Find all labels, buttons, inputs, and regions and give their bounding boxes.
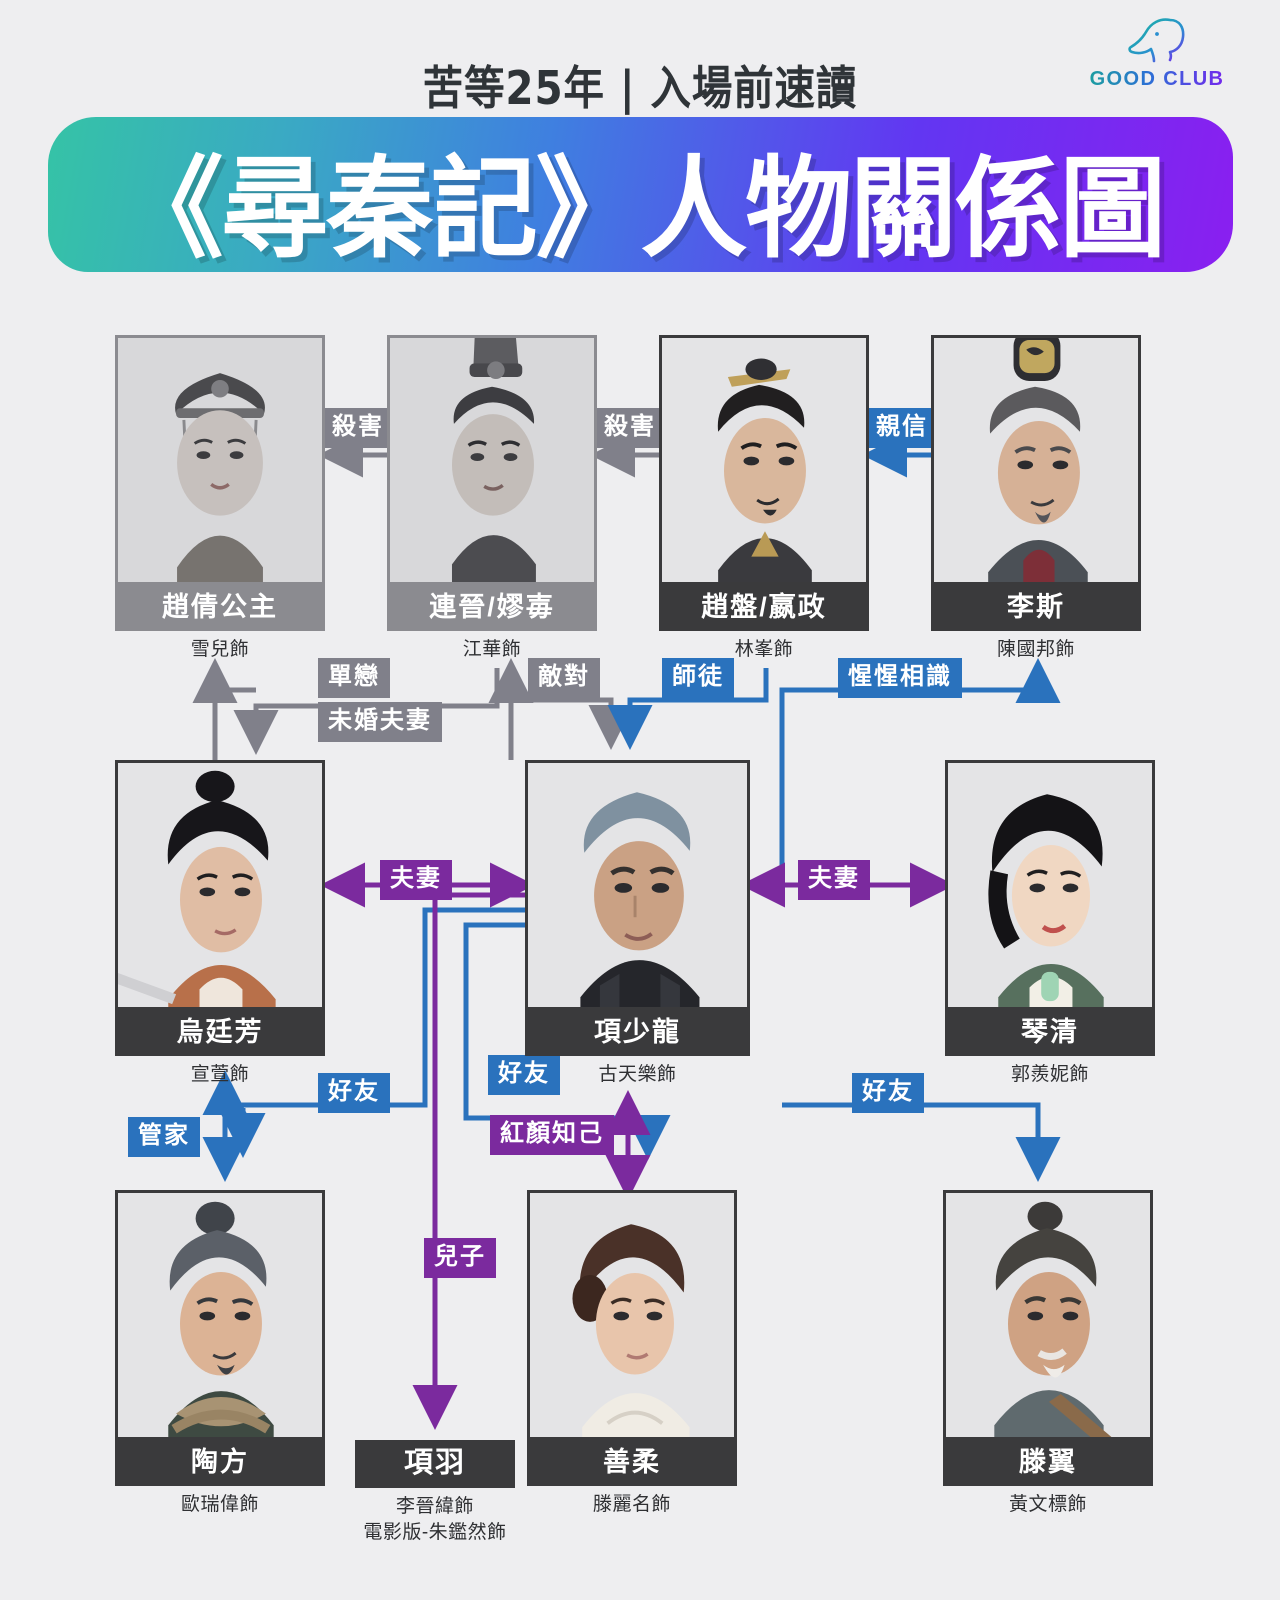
character-card-zhaopan[interactable]: 趙盤/嬴政 林峯飾 (659, 335, 869, 662)
character-actor-qinqing: 郭羨妮飾 (1010, 1064, 1089, 1085)
relation-label-couple-left: 夫妻 (380, 860, 452, 900)
character-card-lisi[interactable]: 李斯 陳國邦飾 (931, 335, 1141, 662)
character-card-shanrou[interactable]: 善柔 滕麗名飾 (527, 1190, 737, 1517)
title-banner: 《尋秦記》人物關係圖 (48, 117, 1233, 273)
page-header: 苦等25年 | 入場前速讀 GOOD CLUB 《尋秦記》人物關係圖 (0, 0, 1280, 285)
relation-label-friend-tengyi: 好友 (852, 1073, 924, 1113)
character-card-tengyi[interactable]: 滕翼 黃文標飾 (943, 1190, 1153, 1517)
character-actor-xiangshaolong: 古天樂飾 (598, 1064, 677, 1085)
character-actor-lisi: 陳國邦飾 (996, 639, 1075, 660)
logo-text: GOOD CLUB (1082, 68, 1232, 91)
relation-label-friend-shanrou: 好友 (488, 1055, 560, 1095)
character-card-wutingfang[interactable]: 烏廷芳 宣萱飾 (115, 760, 325, 1087)
character-actor-wutingfang: 宣萱飾 (190, 1064, 250, 1085)
relation-label-kill-2: 殺害 (594, 408, 666, 448)
relation-label-son: 兒子 (424, 1238, 496, 1278)
character-photo-tengyi (943, 1190, 1153, 1440)
character-name-taofang: 陶方 (115, 1440, 325, 1486)
relation-label-hostile: 敵對 (528, 658, 600, 698)
character-actor-zhaoqian: 雪兒飾 (190, 639, 250, 660)
relation-label-friend-taofang: 好友 (318, 1073, 390, 1113)
character-name-lisi: 李斯 (931, 585, 1141, 631)
character-name-xiangshaolong: 項少龍 (525, 1010, 750, 1056)
relation-label-unrequited: 單戀 (318, 658, 390, 698)
relation-label-master: 師徒 (662, 658, 734, 698)
character-actor-zhaopan: 林峯飾 (734, 639, 794, 660)
character-photo-qinqing (945, 760, 1155, 1010)
page-subtitle: 苦等25年 | 入場前速讀 (422, 61, 858, 115)
character-actor-xiangyu-2: 電影版-朱鑑然飾 (363, 1522, 507, 1544)
relation-label-kill-1: 殺害 (322, 408, 394, 448)
relation-label-engaged: 未婚夫妻 (318, 702, 442, 742)
character-name-lianjin: 連晉/嫪毐 (387, 585, 597, 631)
character-photo-zhaoqian (115, 335, 325, 585)
character-name-tengyi: 滕翼 (943, 1440, 1153, 1486)
edge-hostile-down (511, 697, 634, 750)
character-actor-shanrou: 滕麗名飾 (592, 1494, 671, 1515)
character-card-zhaoqian[interactable]: 趙倩公主 雪兒飾 (115, 335, 325, 662)
relation-label-trusted: 親信 (866, 408, 938, 448)
character-photo-lianjin (387, 335, 597, 585)
elephant-head-icon (1082, 14, 1232, 66)
page-title: 《尋秦記》人物關係圖 (116, 144, 1167, 273)
character-card-xiangyu[interactable]: 項羽 李晉緯飾 電影版-朱鑑然飾 (355, 1440, 515, 1546)
character-photo-wutingfang (115, 760, 325, 1010)
character-name-zhaopan: 趙盤/嬴政 (659, 585, 869, 631)
character-actor-taofang: 歐瑞偉飾 (180, 1494, 259, 1515)
good-club-logo: GOOD CLUB (1082, 14, 1232, 91)
character-name-xiangyu: 項羽 (355, 1440, 515, 1488)
edge-unrequited-seg (208, 687, 218, 760)
character-actor-xiangyu-1: 李晉緯飾 (395, 1496, 474, 1517)
character-name-zhaoqian: 趙倩公主 (115, 585, 325, 631)
character-name-shanrou: 善柔 (527, 1440, 737, 1486)
character-actor-tengyi: 黃文標飾 (1008, 1494, 1087, 1515)
character-photo-lisi (931, 335, 1141, 585)
character-card-xiangshaolong[interactable]: 項少龍 古天樂飾 (525, 760, 750, 1087)
relation-label-confidante: 紅顏知己 (490, 1115, 614, 1155)
relation-label-butler: 管家 (128, 1117, 200, 1157)
character-photo-shanrou (527, 1190, 737, 1440)
character-photo-zhaopan (659, 335, 869, 585)
relation-label-couple-right: 夫妻 (798, 860, 870, 900)
character-photo-taofang (115, 1190, 325, 1440)
character-name-qinqing: 琴清 (945, 1010, 1155, 1056)
edge-friend-tengyi (782, 1102, 1061, 1182)
character-actor-lianjin: 江華飾 (462, 639, 522, 660)
relation-label-mutual-respect: 惺惺相識 (838, 658, 962, 698)
character-card-lianjin[interactable]: 連晉/嫪毐 江華飾 (387, 335, 597, 662)
character-photo-xiangshaolong (525, 760, 750, 1010)
character-name-wutingfang: 烏廷芳 (115, 1010, 325, 1056)
character-card-qinqing[interactable]: 琴清 郭羨妮飾 (945, 760, 1155, 1087)
character-card-taofang[interactable]: 陶方 歐瑞偉飾 (115, 1190, 325, 1517)
